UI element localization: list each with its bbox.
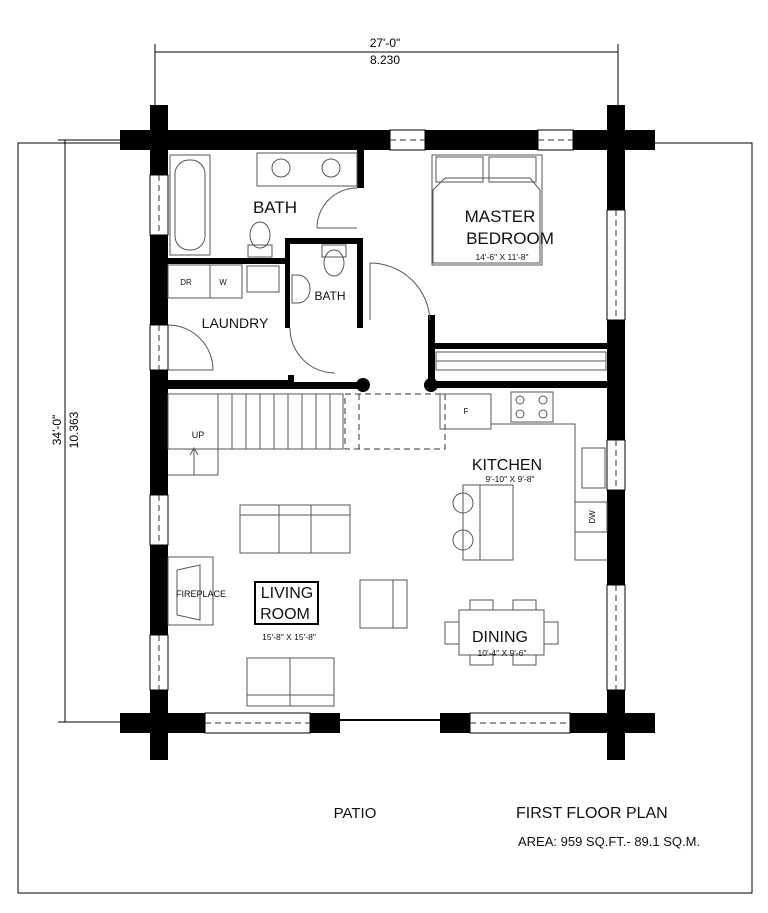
plan-area: AREA: 959 SQ.FT.- 89.1 SQ.M. (518, 834, 700, 849)
kitchen-fixtures (439, 391, 608, 561)
stairs (167, 393, 446, 476)
living-label-1: LIVING (261, 585, 313, 602)
master-size: 14'-6" X 11'-8" (475, 252, 528, 262)
site-boundary (17, 142, 753, 894)
kitchen-label: KITCHEN (472, 457, 542, 474)
laundry-label: LAUNDRY (202, 315, 269, 331)
room-labels: BATH BATH MASTER BEDROOM 14'-6" X 11'-8"… (176, 198, 597, 822)
depth-metric: 10.363 (67, 411, 81, 448)
stairs-up-label: UP (192, 430, 205, 440)
fridge-label: F (464, 407, 469, 416)
width-imperial: 27'-0" (370, 36, 401, 50)
width-dimension: 27'-0" 8.230 (154, 36, 619, 110)
master-label-1: MASTER (465, 207, 536, 226)
bath-fixtures (169, 152, 358, 304)
dining-label: DINING (472, 629, 528, 646)
bath2-label: BATH (314, 289, 345, 303)
dining-table (444, 599, 559, 666)
depth-dimension: 34'-0" 10.363 (50, 139, 130, 723)
patio-label: PATIO (334, 805, 377, 822)
living-furniture (167, 504, 408, 707)
dining-size: 10'-4" X 9'-6" (478, 648, 527, 658)
living-size: 15'-8" X 15'-8" (262, 632, 316, 642)
interior-walls (168, 150, 625, 585)
living-label-2: ROOM (260, 606, 310, 623)
washer-label: W (219, 278, 227, 287)
master-label-2: BEDROOM (466, 229, 554, 248)
dryer-label: DR (180, 278, 192, 287)
door-swings (167, 187, 431, 374)
dishwasher-label: DW (588, 510, 597, 524)
windows (149, 129, 626, 734)
depth-imperial: 34'-0" (50, 415, 64, 446)
bath-label: BATH (253, 198, 297, 217)
closet-shelving (435, 351, 607, 371)
laundry-fixtures (167, 264, 280, 299)
plan-title: FIRST FLOOR PLAN (516, 805, 668, 822)
bed (431, 154, 543, 266)
fireplace-label: FIREPLACE (176, 589, 226, 599)
title-block: FIRST FLOOR PLAN AREA: 959 SQ.FT.- 89.1 … (516, 805, 700, 849)
kitchen-size: 9'-10" X 9'-8" (486, 474, 535, 484)
width-metric: 8.230 (370, 53, 400, 67)
